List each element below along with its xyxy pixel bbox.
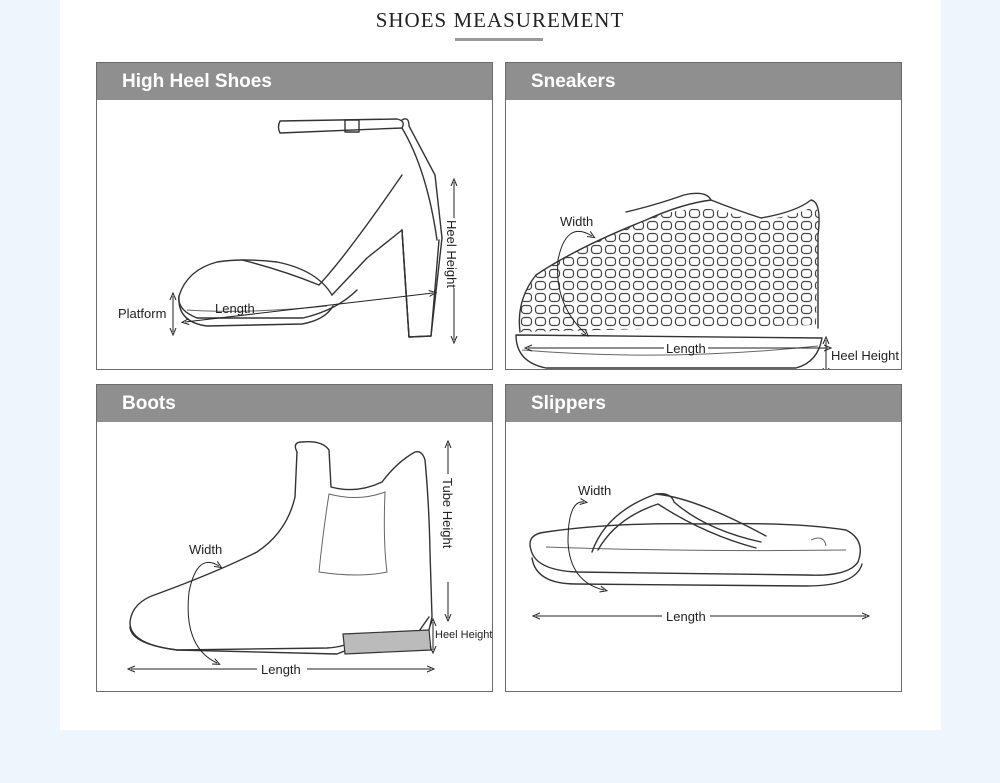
label-platform: Platform bbox=[118, 306, 166, 321]
width-arc bbox=[187, 562, 219, 663]
panel-high-heel-shoes: High Heel Shoes Platform Le bbox=[96, 62, 493, 370]
high-heel-shoe-illustration: Platform Length Heel Height bbox=[118, 118, 459, 369]
boot-drawing bbox=[129, 440, 433, 655]
panel-header: Boots bbox=[97, 385, 492, 422]
boot-illustration: Width Tube Height Heel Height Length bbox=[97, 422, 492, 677]
label-length: Length bbox=[666, 341, 706, 356]
slipper-illustration: Width Length bbox=[529, 483, 901, 624]
label-length: Length bbox=[215, 301, 255, 316]
page-title: SHOES MEASUREMENT bbox=[375, 8, 625, 32]
panel-boots: Boots Width Tube Height Heel Height Leng… bbox=[96, 384, 493, 692]
panel-slippers: Slippers Width Length bbox=[505, 384, 902, 692]
label-width: Width bbox=[578, 483, 611, 498]
panel-header: High Heel Shoes bbox=[97, 63, 492, 100]
label-heel-height: Heel Height bbox=[435, 629, 492, 641]
width-arc bbox=[557, 231, 592, 334]
panel-header: Sneakers bbox=[506, 63, 901, 100]
slipper-drawing bbox=[529, 492, 863, 587]
label-width: Width bbox=[560, 214, 593, 229]
panel-title-sneakers: Sneakers bbox=[531, 71, 616, 92]
label-length: Length bbox=[261, 662, 301, 677]
title-underline bbox=[455, 38, 543, 41]
panel-title-high-heel: High Heel Shoes bbox=[122, 71, 272, 92]
panel-header: Slippers bbox=[506, 385, 901, 422]
panel-title-boots: Boots bbox=[122, 393, 176, 414]
label-length: Length bbox=[666, 609, 706, 624]
label-width: Width bbox=[189, 542, 222, 557]
label-tube-height: Tube Height bbox=[440, 478, 455, 549]
sneaker-illustration: Width Heel Height Length bbox=[515, 192, 899, 369]
length-arrow bbox=[185, 293, 433, 322]
label-heel-height: Heel Height bbox=[444, 220, 459, 288]
panel-sneakers: Sneakers Width Heel Height Length bbox=[505, 62, 902, 370]
label-heel-height: Heel Height bbox=[831, 348, 899, 363]
panel-title-slippers: Slippers bbox=[531, 393, 606, 414]
width-arc bbox=[567, 502, 604, 590]
